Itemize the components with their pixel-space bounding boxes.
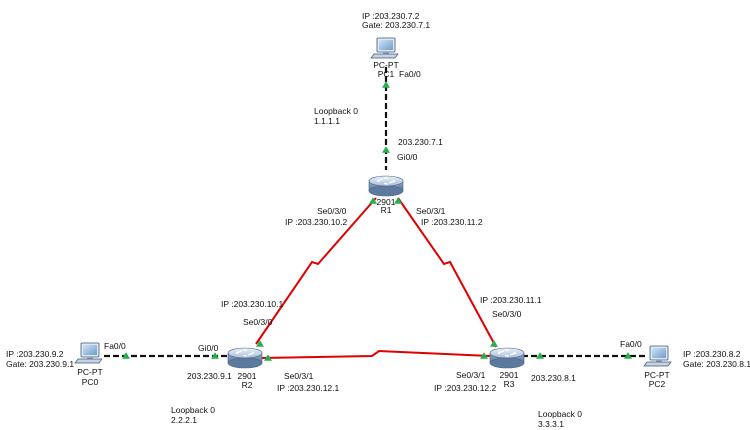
r1-se030-ip-label: IP :203.230.10.2 <box>285 217 348 227</box>
pc-icon[interactable] <box>370 37 399 59</box>
serial-link-r2-r3 <box>261 349 491 359</box>
pc2-fa00-label: Fa0/0 <box>620 339 642 349</box>
pc-icon[interactable] <box>643 345 672 367</box>
pc1-name-label: PC1 <box>377 69 395 79</box>
pc0-gateway-label: Gate: 203.230.9.1 <box>6 359 75 369</box>
router-icon[interactable] <box>368 175 404 197</box>
r2-se030-label: Se0/3/0 <box>243 317 273 327</box>
r2-model-label: 2901 <box>237 371 257 381</box>
pc0-fa00-label: Fa0/0 <box>104 341 126 351</box>
r1-gi00-label: Gi0/0 <box>397 152 418 162</box>
r2-name-label: R2 <box>241 380 253 390</box>
r1-gi00-ip-label: 203.230.7.1 <box>398 137 443 147</box>
pc-icon[interactable] <box>74 342 103 364</box>
pc1-ip-label: IP :203.230.7.2 <box>362 11 420 21</box>
pc0-ip-label: IP :203.230.9.2 <box>6 349 64 359</box>
r3-name-label: R3 <box>503 379 515 389</box>
r2-gi00-ip-label: 203.230.9.1 <box>187 371 232 381</box>
r1-model-label: 2901 <box>376 197 396 207</box>
r2-loopback-title: Loopback 0 <box>171 405 215 415</box>
r1-loopback-ip: 1.1.1.1 <box>314 116 340 126</box>
router-icon[interactable] <box>227 347 263 369</box>
r3-se031-label: Se0/3/1 <box>456 370 486 380</box>
pc1-model-label: PC-PT <box>373 60 399 70</box>
pc2-name-label: PC2 <box>648 379 666 389</box>
serial-link-r1-r3 <box>397 197 497 348</box>
pc2-model-label: PC-PT <box>644 370 670 380</box>
r3-gi00-ip-label: 203.230.8.1 <box>531 373 576 383</box>
r2-se031-ip-label: IP :203.230.12.1 <box>277 383 340 393</box>
pc1-fa00-label: Fa0/0 <box>399 69 421 79</box>
r1-se031-label: Se0/3/1 <box>416 206 446 216</box>
pc0-model-label: PC-PT <box>77 367 103 377</box>
pc2-gateway-label: Gate: 203.230.8.1 <box>683 359 750 369</box>
pc0-name-label: PC0 <box>81 377 99 387</box>
r2-se031-label: Se0/3/1 <box>284 371 314 381</box>
r3-loopback-title: Loopback 0 <box>538 409 582 419</box>
pc2-ip-label: IP :203.230.8.2 <box>683 349 741 359</box>
serial-link-r1-r2 <box>255 197 377 345</box>
r3-loopback-ip: 3.3.3.1 <box>538 419 564 429</box>
r3-se030-label: Se0/3/0 <box>492 309 522 319</box>
r1-se031-ip-label: IP :203.230.11.2 <box>421 217 483 227</box>
r3-se031-ip-label: IP :203.230.11.1 <box>480 295 542 305</box>
port-status-r3-se030 <box>490 340 498 347</box>
r1-loopback-title: Loopback 0 <box>314 106 358 116</box>
r2-gi00-label: Gi0/0 <box>198 343 219 353</box>
r1-name-label: R1 <box>380 205 392 215</box>
router-icon[interactable] <box>489 347 525 369</box>
r3-se031-link-ip-label: IP :203.230.12.2 <box>434 383 497 393</box>
r2-loopback-ip: 2.2.2.1 <box>171 415 197 425</box>
port-status-r1-gi00 <box>382 146 390 153</box>
pc1-gateway-label: Gate: 203.230.7.1 <box>362 20 431 30</box>
r1-se030-label: Se0/3/0 <box>317 206 347 216</box>
r2-se030-ip-label: IP :203.230.10.1 <box>221 299 284 309</box>
port-status-pc1-fa00 <box>382 81 390 88</box>
r3-model-label: 2901 <box>499 370 519 380</box>
